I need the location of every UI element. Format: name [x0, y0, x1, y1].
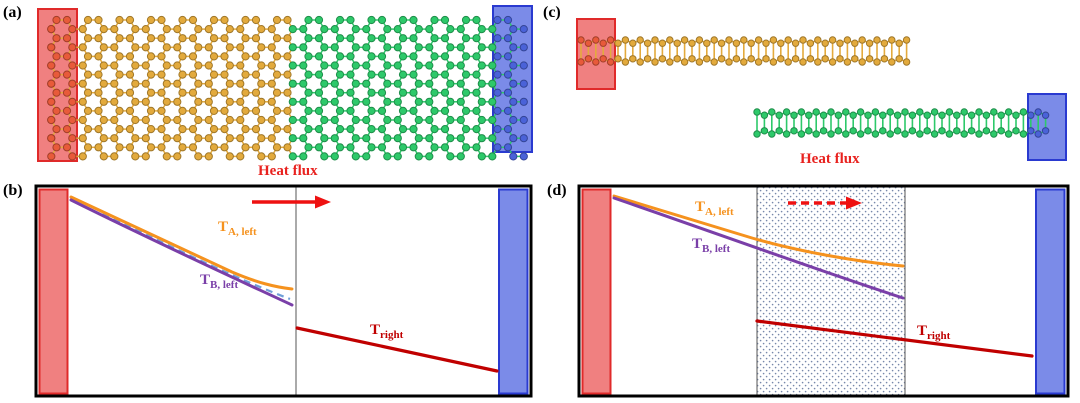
panel-c-label: (c)	[543, 4, 561, 21]
t-sub: B, left	[210, 279, 239, 291]
curve-ta-left-d	[612, 194, 905, 268]
curve-tb-left-d	[612, 196, 905, 300]
panel-c-ribbons-group	[576, 18, 1067, 161]
t-sub: right	[380, 329, 404, 341]
heat-flux-label-c: Heat flux	[800, 151, 860, 167]
t-base: T	[917, 323, 928, 339]
atomic-lattice-a	[47, 15, 528, 161]
curve-tright-b	[295, 326, 499, 373]
t-base: T	[692, 236, 703, 252]
curve-label-tright-d: Tright	[917, 323, 951, 342]
t-sub: B, left	[702, 243, 731, 255]
t-base: T	[200, 272, 211, 288]
ribbon-yellow	[577, 36, 911, 66]
curve-label-ta-left-b: TA, left	[218, 219, 257, 238]
cold-bar-b	[498, 188, 529, 395]
curve-tb-left-b	[69, 198, 294, 307]
t-base: T	[370, 322, 381, 338]
t-base: T	[218, 219, 229, 235]
heat-flux-label-a: Heat flux	[258, 163, 318, 179]
t-sub: A, left	[705, 206, 734, 218]
panel-d-label: (d)	[547, 182, 567, 199]
curve-label-tb-left-d: TB, left	[692, 236, 731, 255]
curve-label-ta-left-d: TA, left	[695, 199, 734, 218]
ribbon-green	[753, 108, 1050, 138]
curve-label-tright-b: Tright	[370, 322, 404, 341]
curve-dashed-average-b	[102, 212, 291, 301]
t-base: T	[695, 199, 706, 215]
curve-ta-left-b	[69, 195, 294, 291]
panel-a-label: (a)	[3, 4, 22, 21]
cold-reservoir-box-c	[1027, 93, 1067, 161]
hot-bar-d	[581, 188, 612, 395]
t-sub: right	[927, 330, 951, 342]
panel-a-lattice-group	[37, 5, 533, 162]
panel-d-plot	[577, 184, 1070, 398]
heat-flux-arrowhead-b	[315, 195, 331, 209]
plot-border-b	[34, 184, 533, 398]
panel-b-label: (b)	[3, 182, 23, 199]
heat-flux-arrowhead-d	[846, 196, 862, 210]
curve-tright-d	[755, 319, 1034, 358]
plot-border-d	[577, 184, 1070, 398]
t-sub: A, left	[228, 226, 257, 238]
cold-bar-d	[1035, 188, 1066, 395]
panel-b-plot	[34, 184, 533, 398]
hot-bar-b	[38, 188, 69, 395]
curve-label-tb-left-b: TB, left	[200, 272, 239, 291]
